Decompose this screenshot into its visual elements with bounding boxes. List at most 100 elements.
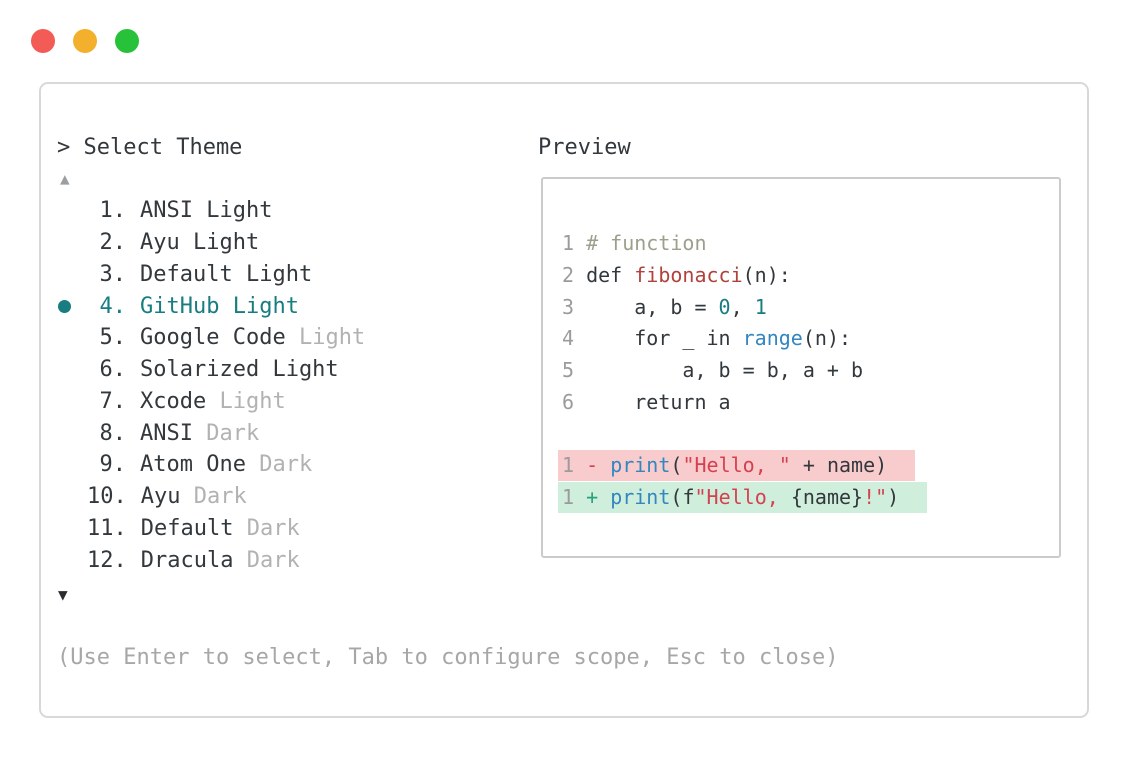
theme-label-segment: Default Light: [140, 261, 313, 287]
theme-list-item[interactable]: 11. Default Dark: [41, 513, 501, 545]
theme-number: 4.: [99, 293, 127, 319]
close-button-icon[interactable]: [31, 29, 55, 53]
theme-number: 8.: [99, 420, 127, 446]
theme-number: 6.: [99, 357, 127, 383]
code-line: 1 # function: [562, 228, 927, 260]
code-line: 4 for _ in range(n):: [562, 323, 927, 355]
theme-label-segment: Ayu: [140, 484, 194, 510]
theme-list-item[interactable]: 5. Google Code Light: [41, 322, 501, 354]
theme-number: 1.: [99, 198, 127, 224]
code-token: 1: [754, 294, 767, 319]
code-token: (f: [670, 485, 695, 509]
theme-label: Atom One Dark: [140, 452, 312, 477]
select-theme-prompt: > Select Theme: [57, 135, 243, 160]
theme-picker-panel: > Select Theme Preview ▲ 1. ANSI Light 2.A…: [39, 82, 1089, 718]
theme-list-item[interactable]: 12. Dracula Dark: [41, 544, 501, 576]
theme-label: Dracula Dark: [141, 548, 300, 573]
code-token: 6: [562, 389, 587, 414]
code-token: ): [887, 485, 900, 509]
code-token: (n):: [802, 326, 852, 351]
theme-label: Default Dark: [141, 516, 300, 541]
theme-number: 12.: [87, 547, 127, 573]
theme-label-segment: Dark: [259, 452, 313, 478]
code-token: # function: [586, 231, 707, 255]
theme-label: Google Code Light: [140, 325, 365, 350]
minimize-button-icon[interactable]: [73, 29, 97, 53]
code-token: range: [742, 326, 803, 351]
code-token: (: [670, 453, 683, 478]
diff-highlight: 1 + print(f"Hello, {name}!"): [558, 482, 928, 513]
theme-label-segment: Dark: [246, 547, 300, 573]
theme-list-item[interactable]: 9. Atom One Dark: [41, 449, 501, 481]
theme-list-item[interactable]: 10.Ayu Dark: [41, 481, 501, 513]
theme-label-segment: Dark: [206, 420, 260, 446]
code-token: 1: [562, 231, 587, 255]
theme-label-segment: Light: [219, 388, 286, 414]
theme-list-item[interactable]: 3. Default Light: [41, 259, 501, 291]
window-controls: [31, 29, 139, 53]
code-token: return a: [586, 389, 731, 414]
theme-list-item[interactable]: 8. ANSI Dark: [41, 417, 501, 449]
code-token: {name}: [790, 485, 864, 509]
theme-number: 11.: [87, 515, 127, 541]
code-token: 1: [562, 453, 587, 478]
theme-list-item[interactable]: 1. ANSI Light: [41, 195, 501, 227]
code-line: 5 a, b = b, a + b: [562, 355, 927, 387]
code-token: for _ in: [586, 326, 743, 351]
code-token: a, b = b, a + b: [586, 358, 864, 382]
code-token: print: [610, 485, 671, 509]
code-token: !": [863, 485, 888, 509]
diff-highlight: 1 - print("Hello, " + name): [558, 450, 916, 482]
theme-number: 5.: [99, 325, 127, 351]
code-line: 2 def fibonacci(n):: [562, 260, 927, 292]
theme-number: 9.: [99, 452, 127, 478]
theme-label-segment: Default: [140, 515, 247, 541]
code-token: (n):: [742, 262, 791, 287]
preview-title: Preview: [538, 135, 631, 160]
theme-label-segment: Dracula: [140, 547, 247, 573]
theme-list-item[interactable]: 2.Ayu Light: [41, 227, 501, 259]
theme-number: 7.: [99, 388, 127, 414]
theme-label: GitHub Light: [140, 294, 299, 319]
code-token: 5: [562, 358, 587, 382]
code-token: ,: [730, 294, 755, 319]
code-line: 6 return a: [562, 387, 927, 419]
theme-label-segment: Ayu Light: [140, 230, 260, 256]
zoom-button-icon[interactable]: [115, 29, 139, 53]
theme-label: ANSI Light: [140, 198, 272, 223]
code-token: 3: [562, 294, 587, 319]
theme-list-item[interactable]: 6. Solarized Light: [41, 354, 501, 386]
theme-label-segment: Solarized Light: [140, 357, 339, 383]
theme-label-segment: Dark: [193, 484, 247, 510]
code-token: a, b =: [586, 294, 719, 319]
scroll-up-icon[interactable]: ▲: [60, 169, 70, 188]
selected-dot-icon: [58, 299, 71, 313]
theme-label: Ayu Light: [140, 230, 259, 255]
code-token: print: [610, 453, 671, 478]
code-token: def: [586, 262, 635, 287]
code-token: 1: [562, 485, 587, 509]
code-token: "Hello,: [694, 485, 791, 509]
code-token: -: [586, 453, 611, 478]
theme-label-segment: GitHub Light: [140, 293, 299, 319]
code-token: 0: [718, 294, 731, 319]
theme-label-segment: ANSI: [140, 420, 207, 446]
theme-list-item[interactable]: 7. Xcode Light: [41, 386, 501, 418]
code-token: "Hello, ": [682, 453, 791, 478]
scroll-down-icon[interactable]: ▼: [58, 585, 68, 604]
theme-label-segment: Xcode: [140, 388, 220, 414]
theme-list-item[interactable]: 4. GitHub Light: [41, 290, 501, 322]
blank-line: [562, 419, 927, 451]
theme-label-segment: Google Code: [140, 325, 299, 351]
diff-line-add: 1 + print(f"Hello, {name}!"): [558, 482, 928, 514]
diff-line-del: 1 - print("Hello, " + name): [558, 450, 927, 482]
selected-bullet-icon: [41, 299, 87, 313]
code-token: 4: [562, 326, 587, 351]
theme-number: 3.: [99, 261, 127, 287]
theme-label-segment: Atom One: [140, 452, 260, 478]
code-token: +: [586, 485, 611, 509]
theme-label: Ayu Dark: [141, 484, 247, 509]
